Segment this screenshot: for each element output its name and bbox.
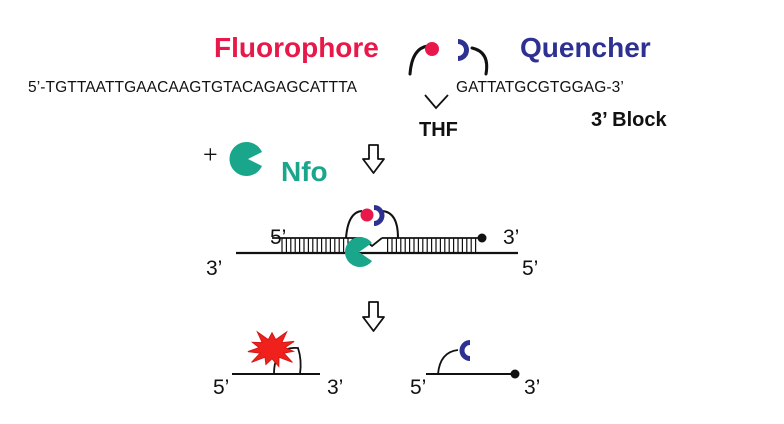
duplex-bottom-five-prime: 5’ (522, 257, 539, 280)
nfo-label: Nfo (281, 156, 328, 187)
probe-label-arms (408, 44, 489, 76)
thf-label: THF (419, 119, 458, 141)
probe-loop-right (381, 210, 399, 239)
thf-caret (424, 94, 449, 110)
plus-sign: + (203, 140, 218, 169)
probe-sequence-left: 5’-TGTTAATTGAACAAGTGTACAGAGCATTTA (28, 79, 358, 96)
three-prime-block-dot-free (510, 369, 520, 379)
fluorophore-dot-bound (360, 208, 374, 222)
duplex-top-three-prime: 3’ (503, 226, 520, 249)
nfo-enzyme-icon (229, 142, 262, 176)
quencher-icon (458, 39, 469, 61)
quencher-icon-free (459, 340, 470, 361)
quencher-icon-bound (374, 205, 385, 226)
duplex-top-five-prime: 5’ (270, 226, 287, 249)
probe-sequence-right: GATTATGCGTGGAG-3’ (456, 79, 624, 96)
cleavage-products (232, 330, 520, 379)
fluorescence-burst-icon (247, 330, 296, 368)
nfo-enzyme-bound (345, 237, 372, 267)
product-left-three-prime: 3’ (327, 376, 344, 399)
right-fragment-arm (437, 349, 459, 375)
dna-duplex (236, 205, 518, 267)
down-arrow (362, 144, 385, 174)
quencher-label: Quencher (520, 32, 651, 63)
duplex-bottom-three-prime: 3’ (206, 257, 223, 280)
three-prime-block-dot (477, 233, 487, 243)
three-prime-block-label: 3’ Block (591, 109, 667, 131)
fluorophore-dot (425, 42, 439, 56)
product-right-five-prime: 5’ (410, 376, 427, 399)
product-right-three-prime: 3’ (524, 376, 541, 399)
product-left-five-prime: 5’ (213, 376, 230, 399)
down-arrow (362, 301, 385, 332)
fluorophore-label: Fluorophore (214, 32, 379, 63)
probe-loop-left (345, 210, 363, 239)
quencher-arm (470, 46, 489, 76)
